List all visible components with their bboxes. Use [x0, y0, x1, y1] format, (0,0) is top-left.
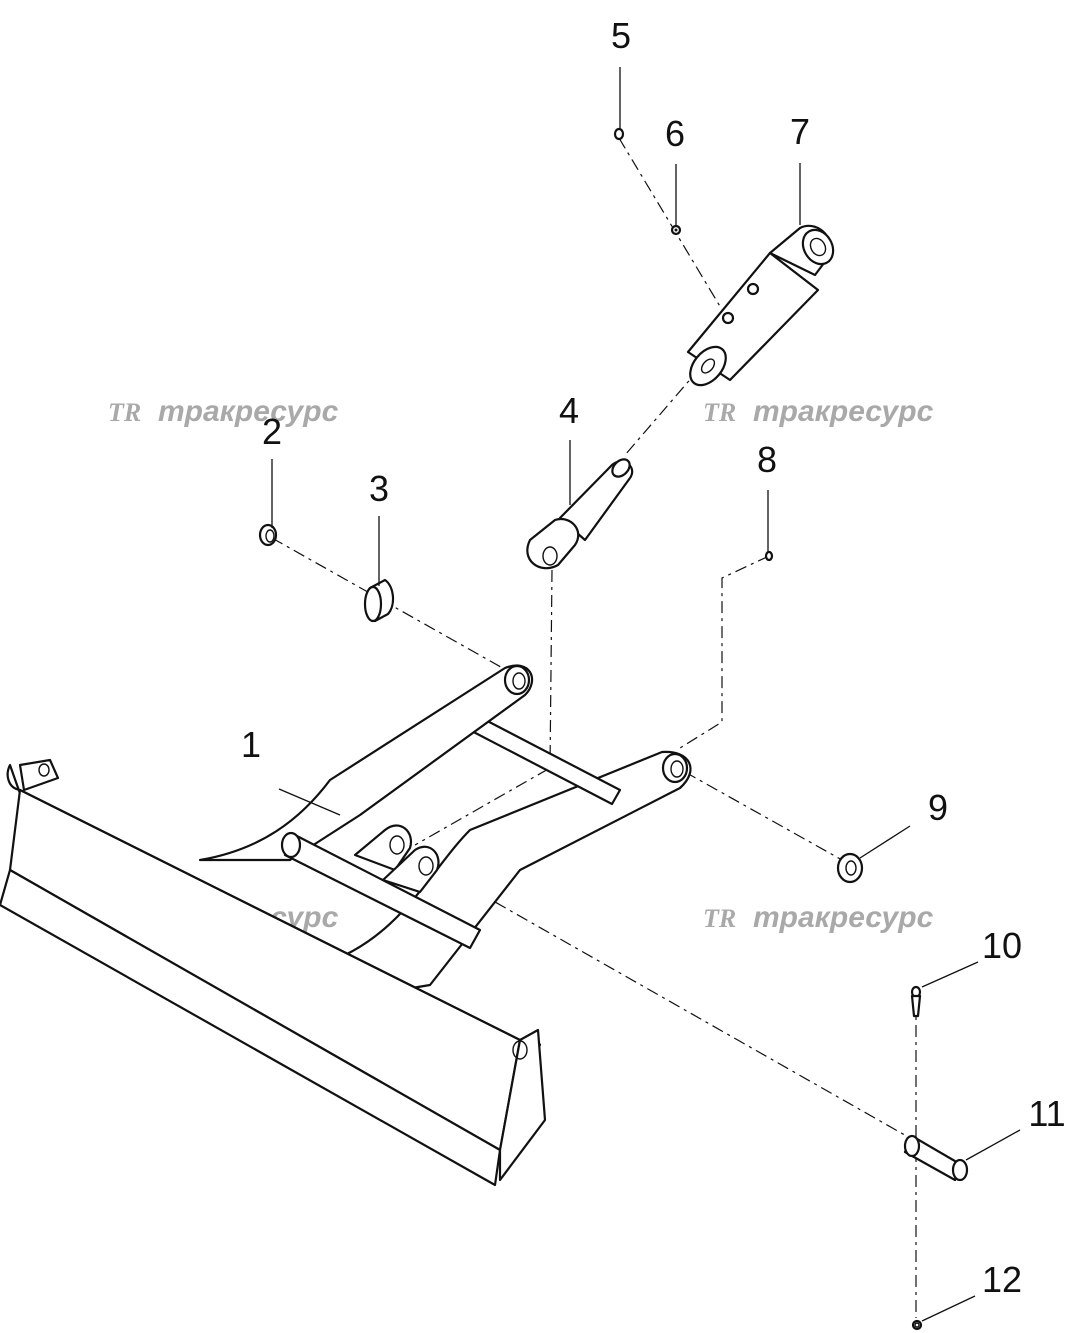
- callout-7: 7: [790, 111, 810, 152]
- part-4-cylinder-rod: [526, 458, 634, 570]
- assembly-lines: [271, 137, 917, 1318]
- callout-12: 12: [982, 1259, 1022, 1300]
- watermark-bottom-right: TR тракресурс: [703, 901, 934, 934]
- callout-8: 8: [757, 439, 777, 480]
- callout-10: 10: [982, 925, 1022, 966]
- part-10-cotter-pin: [910, 985, 922, 1018]
- callout-2: 2: [262, 411, 282, 452]
- watermark-logo: TR: [108, 398, 141, 427]
- part-3-bushing: [363, 578, 395, 623]
- callout-numbers: 1 2 3 4 5 6 7 8 9 10 11 12: [241, 15, 1066, 1300]
- part-1-blade-frame: [0, 664, 692, 1187]
- part-9-washer: [836, 852, 864, 884]
- part-11-pivot-pin: [903, 1134, 969, 1182]
- callout-4: 4: [559, 390, 579, 431]
- callout-3: 3: [369, 468, 389, 509]
- watermark-text: тракресурс: [158, 395, 339, 428]
- part-12-nut: [911, 1319, 923, 1331]
- watermark-logo: TR: [703, 398, 736, 427]
- watermark-top-right: TR тракресурс: [703, 395, 934, 428]
- watermark-top-left: TR тракресурс: [108, 395, 339, 428]
- part-5-grease-fitting: [613, 127, 625, 141]
- watermark-text: тракресурс: [753, 901, 934, 934]
- leader-lines: [271, 67, 1021, 1322]
- part-7-hydraulic-cylinder: [686, 224, 835, 387]
- part-8-grease-fitting: [764, 550, 774, 562]
- callout-9: 9: [928, 787, 948, 828]
- part-2-retaining-ring: [258, 523, 278, 547]
- part-6-nut: [670, 224, 682, 236]
- watermark-logo: TR: [703, 904, 736, 933]
- callout-6: 6: [665, 113, 685, 154]
- callout-5: 5: [611, 15, 631, 56]
- callout-1: 1: [241, 724, 261, 765]
- watermark-text: тракресурс: [753, 395, 934, 428]
- callout-11: 11: [1028, 1093, 1065, 1134]
